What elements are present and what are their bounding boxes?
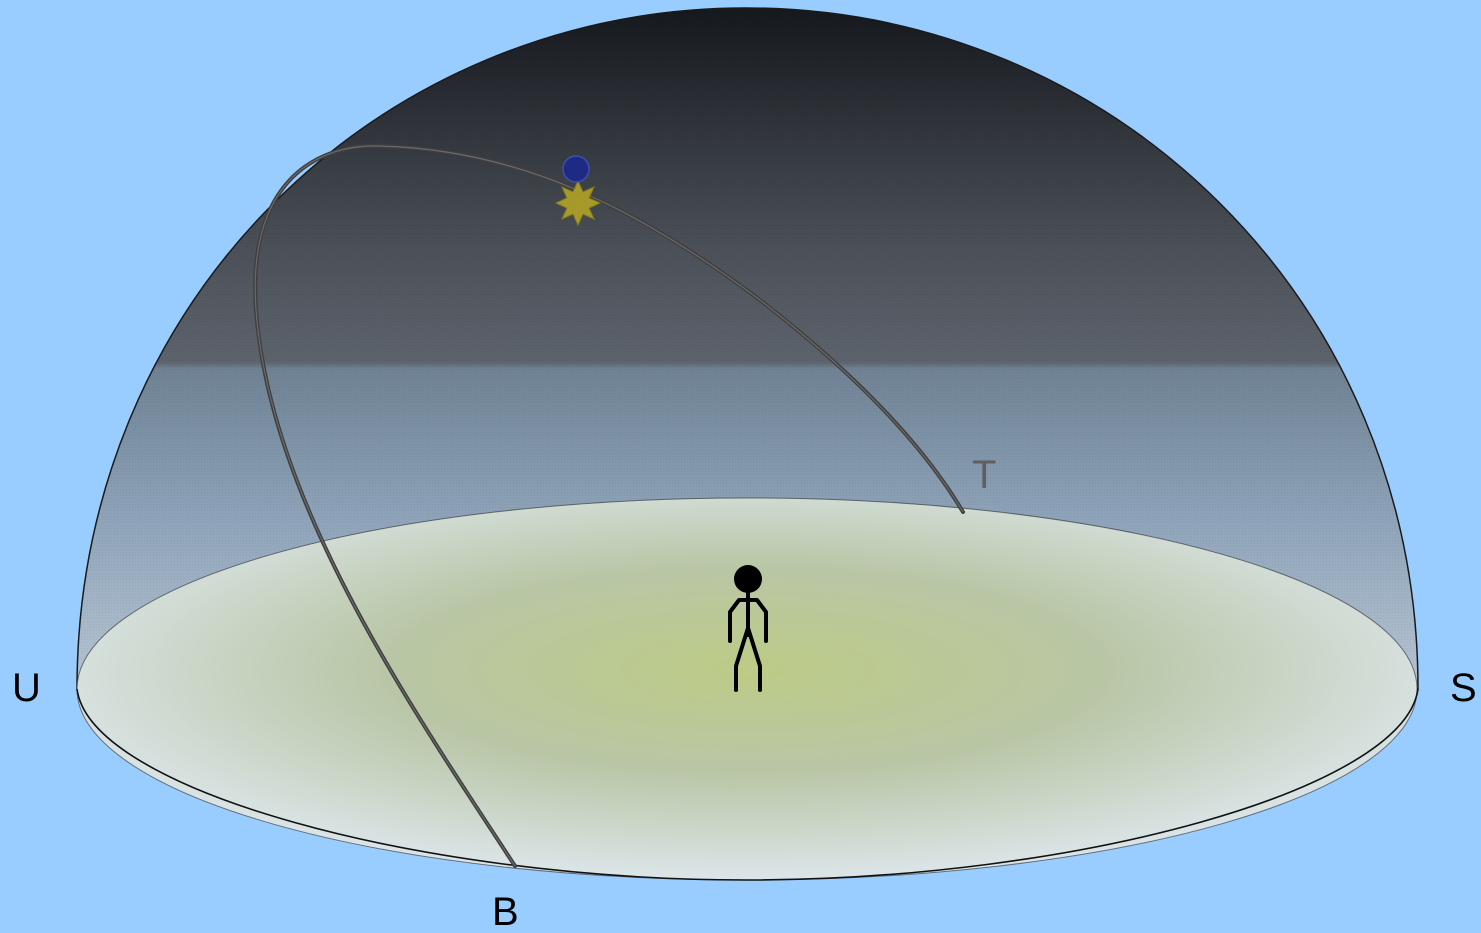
moon-icon — [562, 155, 590, 183]
direction-label-north: T — [972, 453, 997, 497]
horizon-plane — [76, 497, 1418, 881]
stick-figure-icon — [728, 565, 768, 692]
direction-label-south: B — [492, 890, 519, 933]
direction-label-west: U — [12, 666, 41, 710]
horizon-front-edge — [76, 688, 1419, 881]
sun-path-highlight — [254, 145, 964, 867]
direction-label-east: S — [1450, 666, 1477, 710]
sky-dome-texture — [77, 8, 1418, 689]
sun-icon — [554, 179, 602, 227]
